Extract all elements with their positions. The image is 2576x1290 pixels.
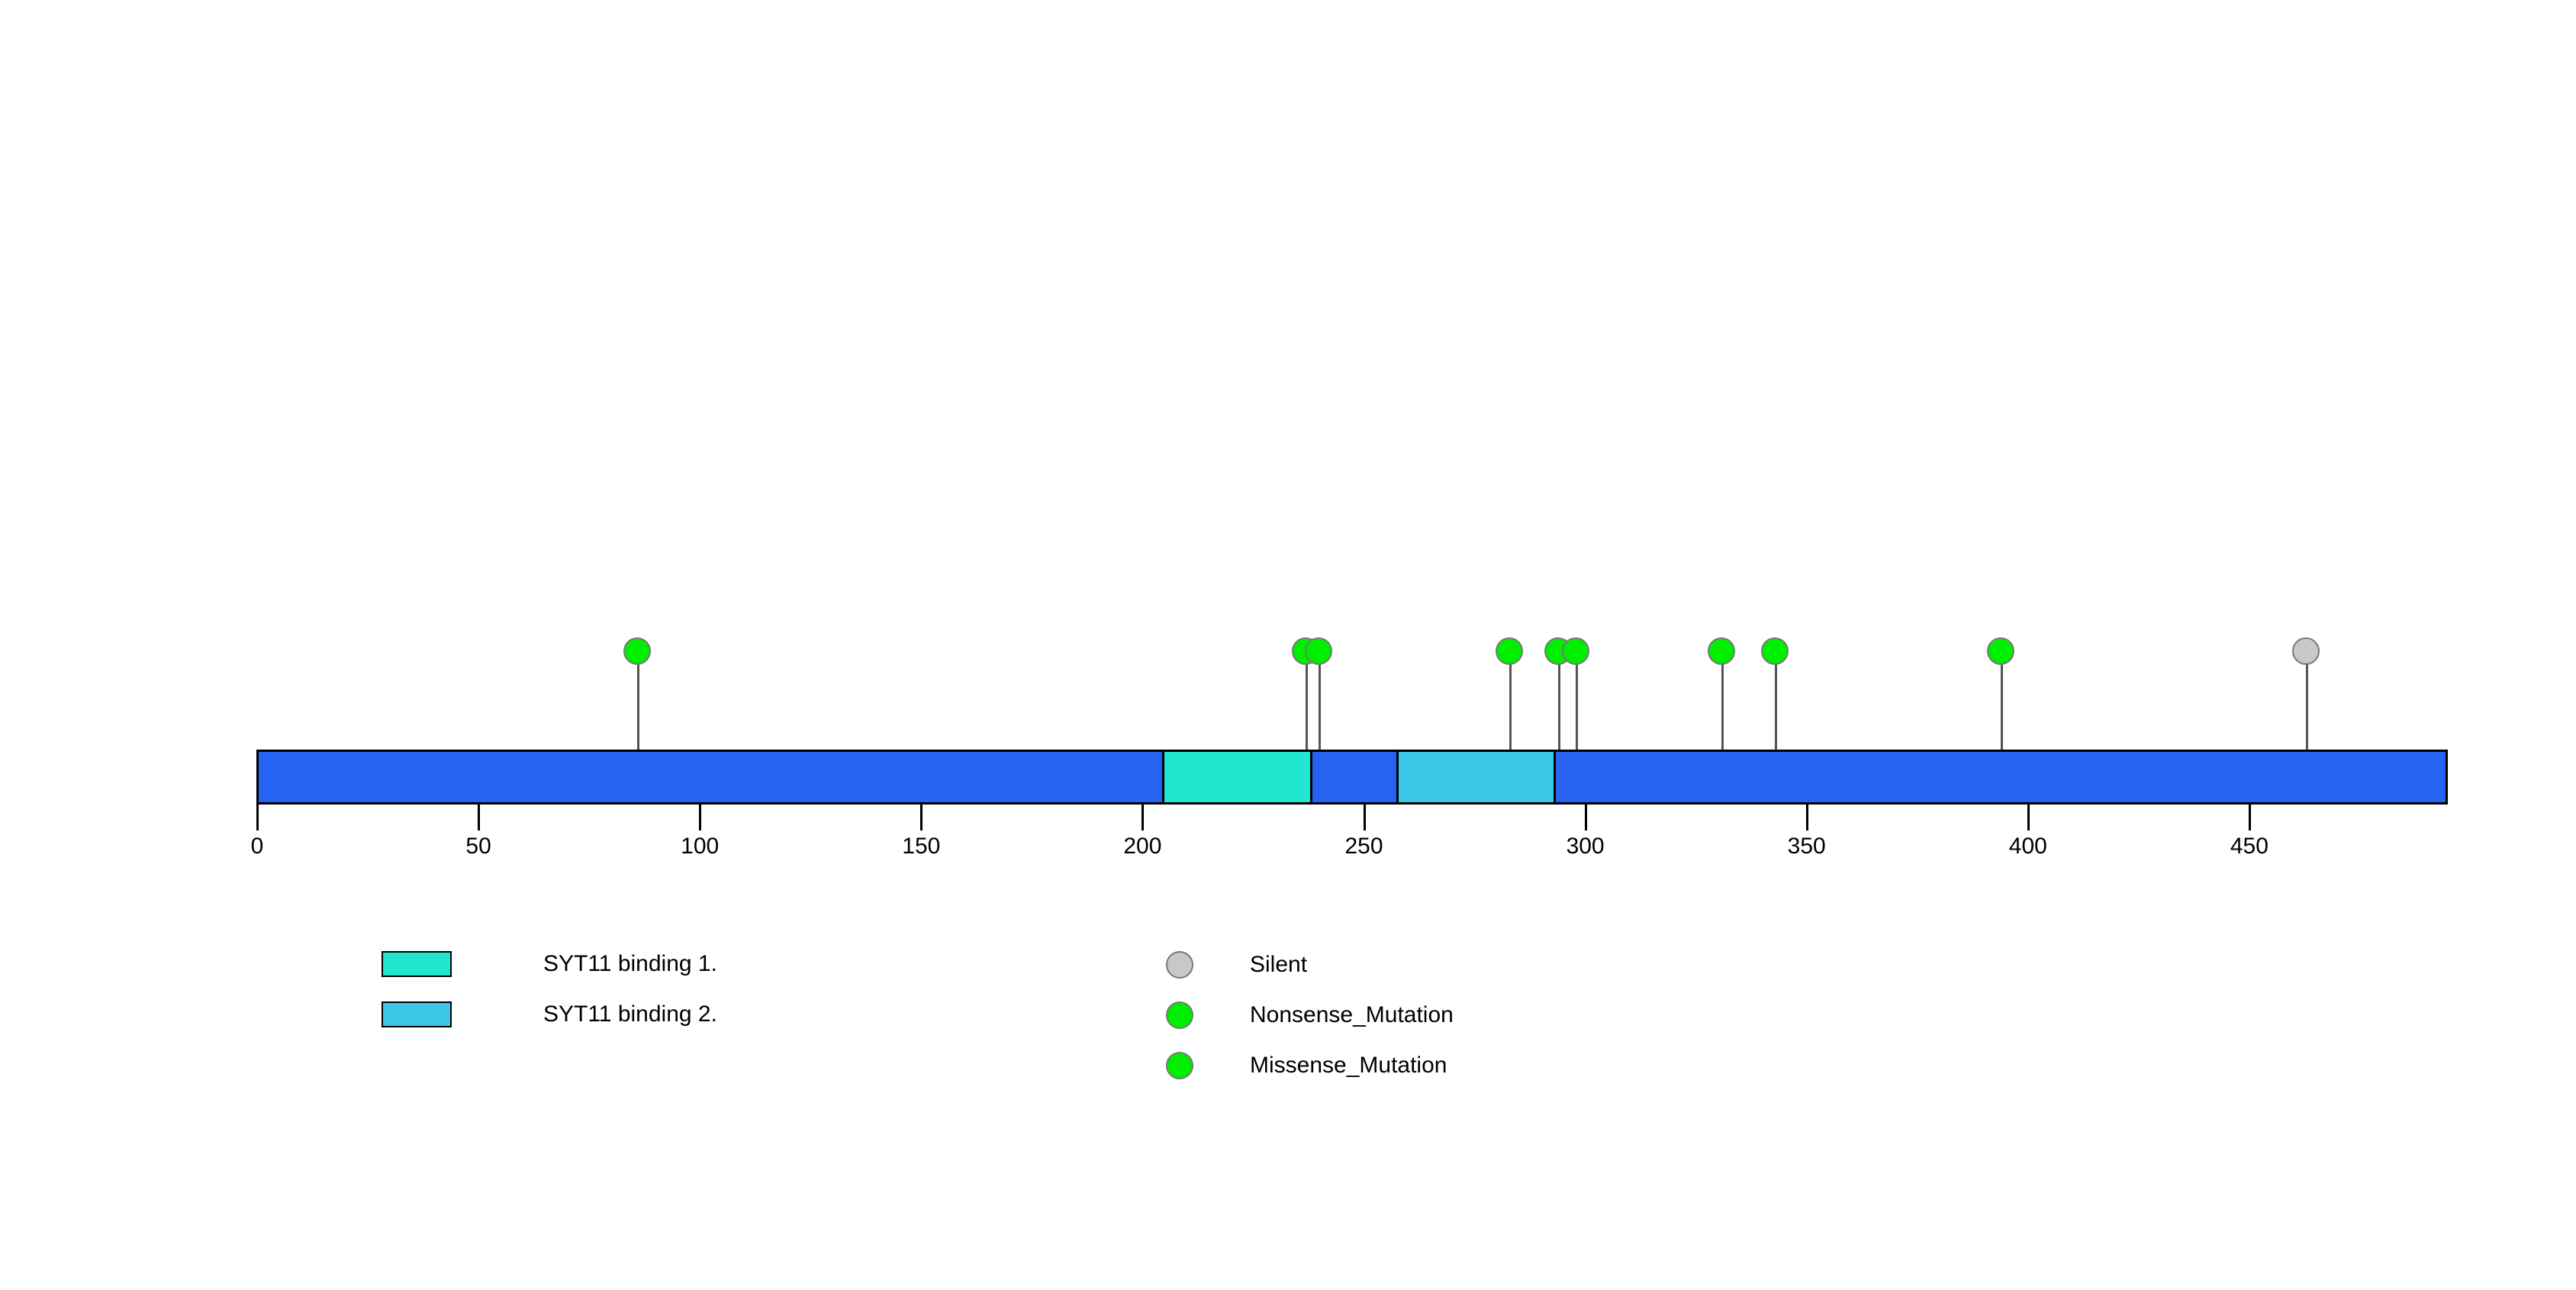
mutation-legend-label: Nonsense_Mutation: [1250, 1002, 1454, 1027]
domain-legend-swatch: [382, 951, 452, 977]
domain-legend-label: SYT11 binding 1.: [543, 951, 717, 976]
mutation-legend-item[interactable]: Nonsense_Mutation: [1166, 1001, 1454, 1029]
lollipop-stem: [1775, 653, 1778, 750]
axis-tick-label: 0: [250, 834, 264, 859]
x-axis: 0 50 100 150 200 250 300 350 400 450: [0, 805, 2576, 873]
domain-legend-item[interactable]: SYT11 binding 2.: [382, 1001, 717, 1027]
domain-legend-swatch: [382, 1001, 452, 1027]
axis-tick: [699, 805, 702, 830]
axis-tick: [1141, 805, 1145, 830]
axis-tick-label: 50: [465, 834, 491, 859]
lollipop-stem: [1319, 653, 1322, 750]
mutation-legend-dot: [1166, 1001, 1193, 1029]
mutation-legend-label: Silent: [1250, 952, 1308, 977]
axis-tick-label: 400: [2008, 834, 2047, 859]
mutation-legend-item[interactable]: Silent: [1166, 951, 1307, 979]
lollipop-head-silent[interactable]: [2292, 637, 2320, 665]
lollipop-head-missense_mutation[interactable]: [1495, 637, 1523, 665]
axis-tick-label: 250: [1344, 834, 1383, 859]
axis-tick: [256, 805, 259, 830]
axis-tick: [478, 805, 481, 830]
axis-tick-label: 300: [1566, 834, 1605, 859]
axis-tick: [1363, 805, 1366, 830]
lollipop-stem: [1576, 653, 1578, 750]
lollipop-stem: [636, 653, 639, 750]
lollipop-stem: [1509, 653, 1512, 750]
axis-tick-label: 450: [2230, 834, 2268, 859]
axis-tick-label: 150: [902, 834, 941, 859]
axis-tick-label: 350: [1787, 834, 1826, 859]
axis-tick-label: 200: [1123, 834, 1162, 859]
domain-legend-label: SYT11 binding 2.: [543, 1001, 717, 1027]
lollipop-stem: [1557, 653, 1560, 750]
mutation-legend-dot: [1166, 951, 1193, 979]
axis-tick: [1805, 805, 1808, 830]
axis-tick-label: 100: [681, 834, 720, 859]
protein-domain-1[interactable]: [1161, 752, 1312, 802]
protein-backbone: [256, 750, 2448, 805]
lollipop-head-missense_mutation[interactable]: [623, 637, 651, 665]
lollipop-stem: [1721, 653, 1724, 750]
lollipop-stem: [2000, 653, 2003, 750]
mutation-legend-item[interactable]: Missense_Mutation: [1166, 1052, 1447, 1079]
mutation-legend-dot: [1166, 1052, 1193, 1079]
domain-legend-item[interactable]: SYT11 binding 1.: [382, 951, 717, 977]
lollipop-head-missense_mutation[interactable]: [1761, 637, 1789, 665]
lollipop-head-missense_mutation[interactable]: [1562, 637, 1589, 665]
axis-tick: [2248, 805, 2251, 830]
lollipop-head-nonsense_mutation[interactable]: [1708, 637, 1736, 665]
lollipop-stem: [1306, 653, 1309, 750]
axis-tick: [1584, 805, 1587, 830]
axis-tick: [920, 805, 923, 830]
mutation-legend-label: Missense_Mutation: [1250, 1053, 1447, 1078]
protein-domain-2[interactable]: [1396, 752, 1556, 802]
lollipop-stem: [2306, 653, 2309, 750]
lollipop-head-missense_mutation[interactable]: [1986, 637, 2014, 665]
axis-tick: [2027, 805, 2030, 830]
lollipop-head-missense_mutation[interactable]: [1305, 637, 1333, 665]
